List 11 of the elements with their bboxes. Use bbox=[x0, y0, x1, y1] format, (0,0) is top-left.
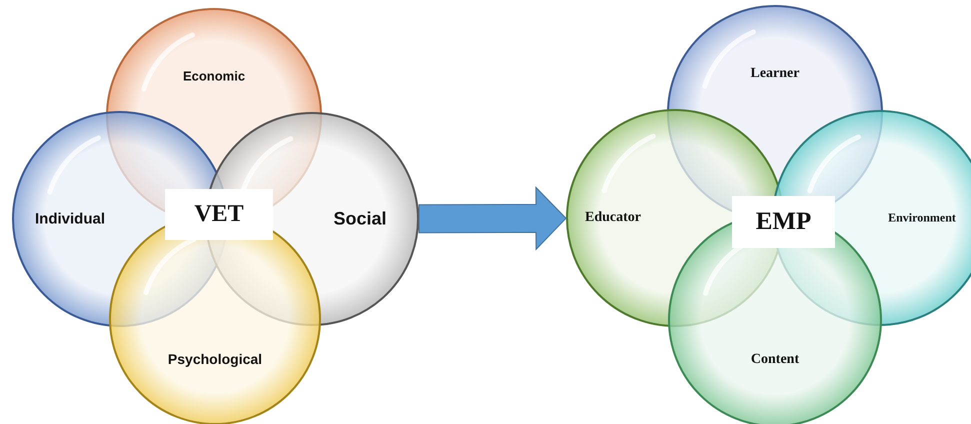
circle-label: Learner bbox=[750, 66, 800, 82]
circle-label: Content bbox=[750, 352, 800, 368]
circle-label: Educator bbox=[585, 210, 641, 226]
circle-label: Economic bbox=[182, 68, 246, 84]
circle-label: Social bbox=[333, 208, 387, 230]
center-title: VET bbox=[194, 201, 244, 228]
circle-label: Psychological bbox=[168, 351, 262, 367]
block-arrow bbox=[418, 186, 567, 251]
circle-label: Environment bbox=[888, 210, 956, 226]
center-title: EMP bbox=[756, 208, 812, 236]
circle-label: Individual bbox=[35, 210, 105, 228]
